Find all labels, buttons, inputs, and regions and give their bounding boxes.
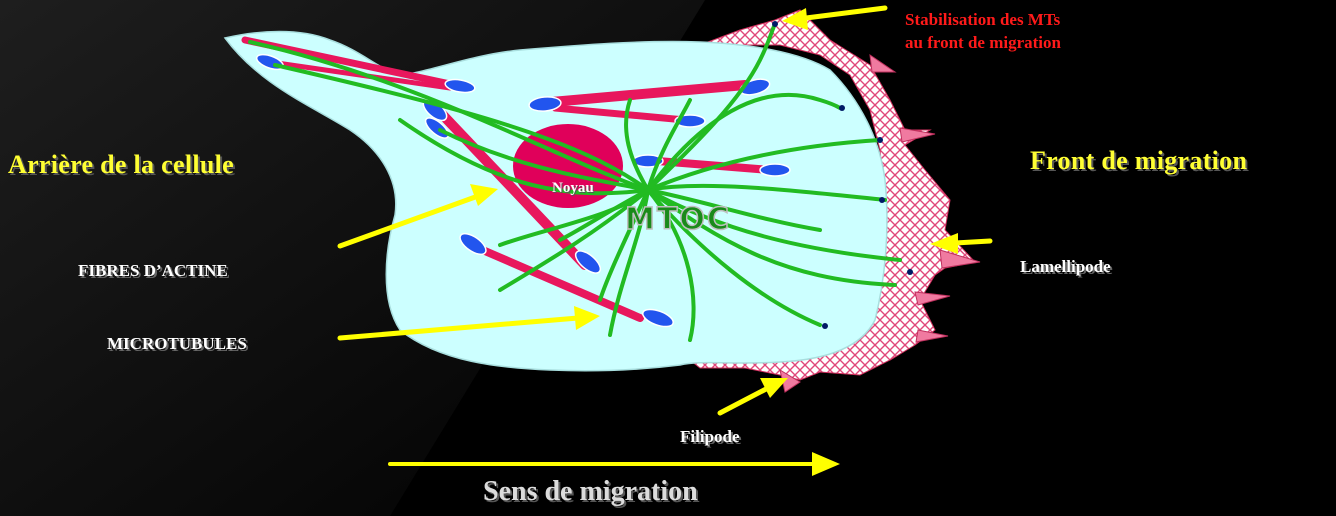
rear-label: Arrière de la cellule bbox=[8, 150, 234, 180]
stabilisation-label: Stabilisation des MTs au front de migrat… bbox=[905, 8, 1061, 54]
arrow-lamellipode bbox=[955, 241, 990, 243]
actin-label: FIBRES D’ACTINE bbox=[78, 261, 228, 281]
stabilisation-line1: Stabilisation des MTs bbox=[905, 8, 1061, 31]
filipode-label: Filipode bbox=[680, 427, 740, 447]
mtoc-label: MTOC bbox=[625, 202, 731, 237]
stabilisation-line2: au front de migration bbox=[905, 31, 1061, 54]
microtubules-label: MICROTUBULES bbox=[107, 334, 247, 354]
lamellipode-label: Lamellipode bbox=[1020, 257, 1111, 277]
front-label: Front de migration bbox=[1030, 146, 1247, 176]
migration-direction-label: Sens de migration bbox=[483, 476, 698, 508]
nucleus-label: Noyau bbox=[552, 180, 594, 197]
